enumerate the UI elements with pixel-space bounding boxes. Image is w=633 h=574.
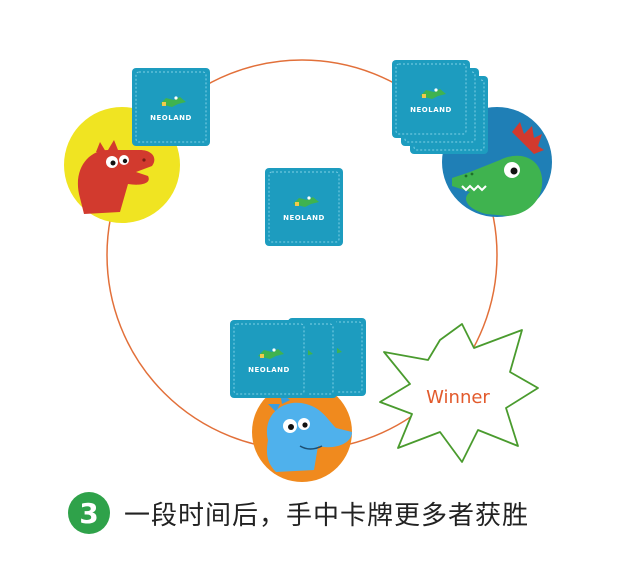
card-bottom-1: NEOLAND <box>229 319 309 399</box>
red-dino-icon <box>77 140 155 214</box>
card-brand: NEOLAND <box>248 366 290 374</box>
card-stack-bottom: NEOLAND <box>229 317 367 399</box>
green-croc-icon <box>452 122 544 216</box>
card-brand: NEOLAND <box>150 114 192 122</box>
winner-star-shape <box>379 323 539 463</box>
card-top-left: NEOLAND <box>131 67 211 147</box>
card-center: NEOLAND <box>264 167 344 247</box>
step-caption: 3 一段时间后，手中卡牌更多者获胜 <box>68 490 529 536</box>
player-blue-dino <box>252 382 352 482</box>
card-brand: NEOLAND <box>410 106 452 114</box>
step-caption-text: 一段时间后，手中卡牌更多者获胜 <box>124 500 530 531</box>
card-top-right-1: NEOLAND <box>391 59 471 139</box>
winner-burst: Winner <box>379 323 539 463</box>
step-number-badge: 3 <box>68 492 110 534</box>
card-stack-top-right: NEOLAND <box>391 59 489 155</box>
card-brand: NEOLAND <box>283 214 325 222</box>
winner-label: Winner <box>426 387 490 408</box>
